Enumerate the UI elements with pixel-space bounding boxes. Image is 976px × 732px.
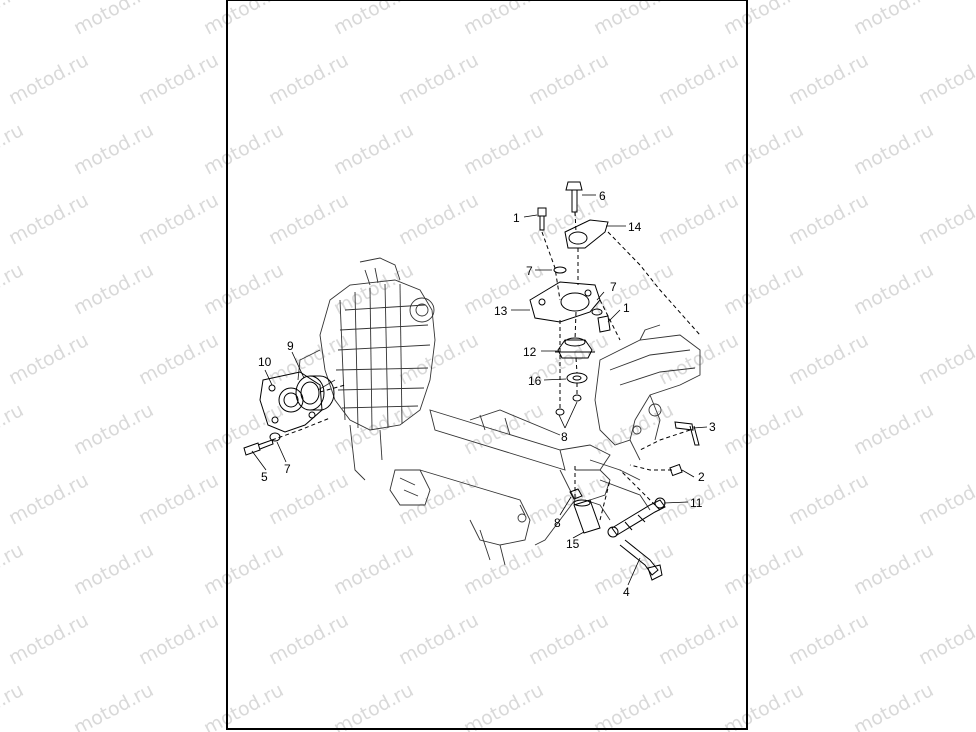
washer-7-left xyxy=(269,432,281,442)
pipe-assembly xyxy=(594,324,701,461)
callout-8-upper: 8 xyxy=(561,430,568,444)
leader-lines xyxy=(251,194,708,586)
bolt-2 xyxy=(669,463,683,477)
bolt-4 xyxy=(619,539,663,581)
bolt-5 xyxy=(243,439,274,456)
engine-block xyxy=(297,257,436,506)
bolt-1-top xyxy=(537,207,547,231)
callout-6: 6 xyxy=(599,189,606,203)
callout-5: 5 xyxy=(261,470,268,484)
sleeve-15 xyxy=(573,499,601,534)
callout-14: 14 xyxy=(628,220,642,234)
washer-7-upper xyxy=(553,266,567,274)
callout-11: 11 xyxy=(690,496,703,510)
bracket-13 xyxy=(529,281,601,323)
callout-8-lower: 8 xyxy=(554,516,561,530)
bolt-3 xyxy=(674,421,700,446)
diagram-frame xyxy=(226,0,748,730)
callout-12: 12 xyxy=(523,345,537,359)
mount-plate-10 xyxy=(259,371,323,433)
callout-labels: 1 6 14 7 7 13 1 12 16 8 3 2 11 8 15 4 10… xyxy=(258,189,716,599)
callout-3: 3 xyxy=(709,420,716,434)
bracket-14 xyxy=(564,219,609,249)
dashed-lines-upper xyxy=(541,211,701,408)
callout-7-left: 7 xyxy=(284,462,291,476)
callout-16: 16 xyxy=(528,374,542,388)
callout-9: 9 xyxy=(287,339,294,353)
callout-1-top: 1 xyxy=(513,211,520,225)
callout-1-right: 1 xyxy=(623,301,630,315)
link-11 xyxy=(607,497,666,538)
bushing-9 xyxy=(295,375,335,411)
frame-tubes xyxy=(419,409,651,566)
bolt-6 xyxy=(565,181,583,213)
bolt-1-right xyxy=(597,315,611,333)
callout-7-upper: 7 xyxy=(526,264,533,278)
callout-10: 10 xyxy=(258,355,272,369)
callout-15: 15 xyxy=(566,537,580,551)
isolator-12 xyxy=(555,337,595,359)
dashed-lines-left xyxy=(271,384,346,441)
spacer-16 xyxy=(566,372,588,384)
dashed-lines-lower xyxy=(574,429,691,521)
callout-4: 4 xyxy=(623,585,630,599)
washer-7-right xyxy=(591,308,603,316)
callout-13: 13 xyxy=(494,304,508,318)
nuts-8-upper xyxy=(555,394,582,416)
callout-2: 2 xyxy=(698,470,705,484)
callout-7-right: 7 xyxy=(610,280,617,294)
